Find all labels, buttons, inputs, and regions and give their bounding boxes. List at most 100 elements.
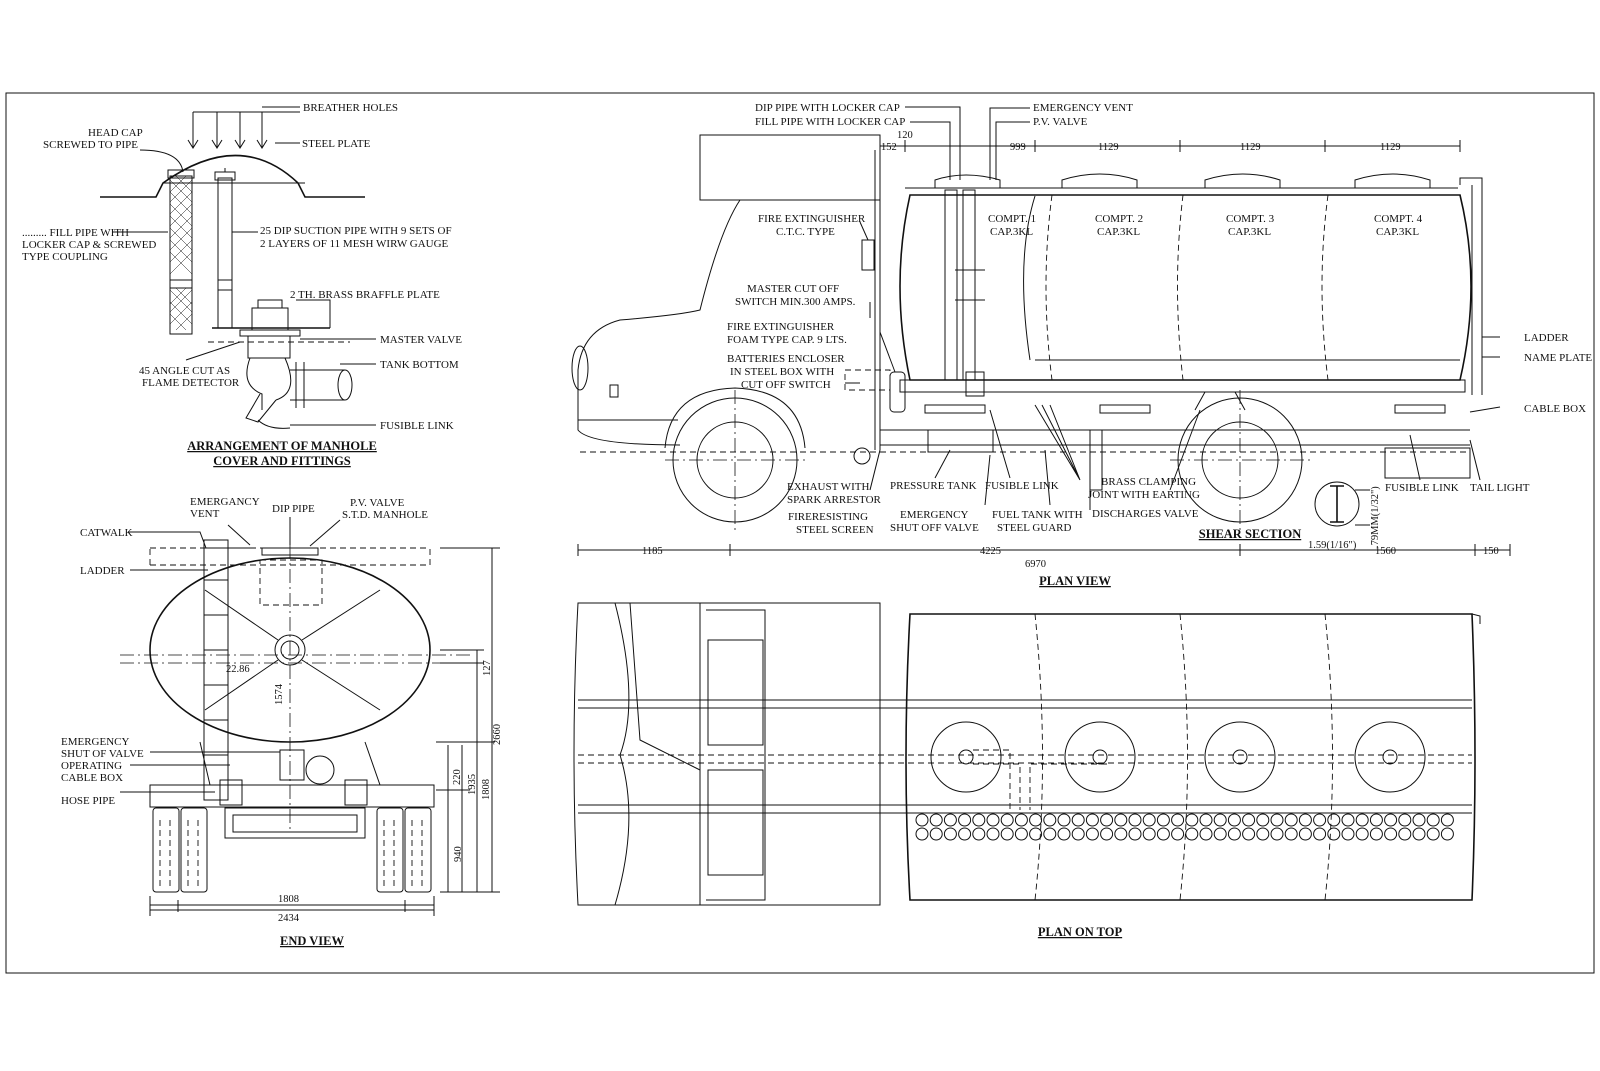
dim-152: 152 <box>881 142 897 153</box>
dim-150: 150 <box>1483 546 1499 557</box>
compt-1-cap: CAP.3KL <box>990 226 1033 238</box>
grating-hole <box>1298 813 1312 827</box>
grating-hole <box>1128 827 1142 841</box>
fill-pipe-mesh <box>169 175 193 331</box>
grating-hole <box>1085 813 1099 827</box>
discharge-pipe <box>290 362 353 408</box>
grating-hole <box>1384 827 1398 841</box>
ev-label-pv-valve: P.V. VALVE <box>350 497 405 509</box>
grating-hole <box>1114 827 1128 841</box>
grating-hole <box>1029 827 1043 841</box>
grating-hole <box>943 827 957 841</box>
grating-hole <box>986 813 1000 827</box>
grating-hole <box>1369 827 1383 841</box>
grating-hole <box>1000 827 1014 841</box>
top-tank <box>905 613 1476 901</box>
grating-hole <box>1298 827 1312 841</box>
dim-999: 999 <box>1010 142 1026 153</box>
sv-label-master-cutoff-2: SWITCH MIN.300 AMPS. <box>735 296 856 308</box>
grating-hole <box>1043 813 1057 827</box>
grating-hole <box>915 827 929 841</box>
ev-label-emergency-vent-2: VENT <box>190 508 220 520</box>
dim-127: 127 <box>482 660 493 676</box>
dim-1574: 1574 <box>274 683 285 705</box>
ev-label-catwalk: CATWALK <box>80 527 133 539</box>
sv-label-fusible-link-rear: FUSIBLE LINK <box>1385 482 1459 494</box>
sv-label-name-plate: NAME PLATE <box>1524 352 1592 364</box>
sv-label-ladder: LADDER <box>1524 332 1569 344</box>
sv-label-fire-ext-ctc: FIRE EXTINGUISHER <box>758 213 866 225</box>
compt-2-cap: CAP.3KL <box>1097 226 1140 238</box>
grating-hole <box>1426 813 1440 827</box>
side-bottom-dims <box>577 544 1511 556</box>
dim-2434: 2434 <box>278 913 300 924</box>
label-dip-suction-2: 2 LAYERS OF 11 MESH WIRW GAUGE <box>260 238 449 250</box>
ev-label-operating-2: CABLE BOX <box>61 772 123 784</box>
compt-4-cap: CAP.3KL <box>1376 226 1419 238</box>
end-wheels-left <box>152 807 208 893</box>
grating-hole <box>1327 813 1341 827</box>
grating-hole <box>1014 813 1028 827</box>
dim-1560: 1560 <box>1375 546 1396 557</box>
grating-hole <box>1398 827 1412 841</box>
ev-label-shutoff: EMERGENCY <box>61 736 130 748</box>
compt-3-name: COMPT. 3 <box>1226 213 1275 225</box>
sv-label-discharge: DISCHARGES VALVE <box>1092 508 1199 520</box>
top-cab-rear <box>699 602 881 906</box>
end-vertical-dims <box>436 547 500 893</box>
grating-hole <box>958 813 972 827</box>
manhole-outline <box>259 559 323 606</box>
grating-hole <box>1284 813 1298 827</box>
end-view: EMERGANCY VENT DIP PIPE P.V. VALVE S.T.D… <box>61 496 503 948</box>
grating-hole <box>1114 813 1128 827</box>
dim-1129-a: 1129 <box>1098 142 1119 153</box>
side-top-dims <box>879 140 1461 152</box>
grating-hole <box>1327 827 1341 841</box>
grating-hole <box>1369 813 1383 827</box>
grating-hole <box>1284 827 1298 841</box>
dim-120: 120 <box>897 130 913 141</box>
sv-label-pressure-tank: PRESSURE TANK <box>890 480 977 492</box>
compt-4-name: COMPT. 4 <box>1374 213 1423 225</box>
cab-outline <box>577 199 741 446</box>
grating-hole <box>1355 813 1369 827</box>
cab-roof-box <box>699 134 881 201</box>
dim-2660: 2660 <box>492 724 503 745</box>
plan-view-title: PLAN VIEW <box>1039 574 1111 588</box>
grating-hole <box>1128 813 1142 827</box>
label-angle-cut-2: FLAME DETECTOR <box>142 377 240 389</box>
grating-hole <box>1440 827 1454 841</box>
sv-label-fill-pipe: FILL PIPE WITH LOCKER CAP <box>755 116 905 128</box>
grating-hole <box>1156 827 1170 841</box>
manhole-leaders <box>112 106 376 426</box>
sv-label-emergency-vent: EMERGENCY VENT <box>1033 102 1133 114</box>
grating-hole <box>1100 827 1114 841</box>
grating-hole <box>915 813 929 827</box>
label-fill-pipe-2: LOCKER CAP & SCREWED <box>22 239 156 251</box>
manhole-title: ARRANGEMENT OF MANHOLE <box>187 439 377 453</box>
grating-hole <box>943 813 957 827</box>
grating-hole <box>929 813 943 827</box>
sv-label-fire-screen-2: STEEL SCREEN <box>796 524 874 536</box>
ev-label-dip-pipe: DIP PIPE <box>272 503 315 515</box>
dim-4225: 4225 <box>980 546 1001 557</box>
grating-hole <box>1398 813 1412 827</box>
grating-hole <box>1412 827 1426 841</box>
grating-hole <box>1426 827 1440 841</box>
sv-label-exhaust: EXHAUST WITH <box>787 481 869 493</box>
grating-hole <box>1142 813 1156 827</box>
sv-label-fire-screen: FIRERESISTING <box>788 511 868 523</box>
ev-label-emergency-vent: EMERGANCY <box>190 496 260 508</box>
dim-1129-c: 1129 <box>1380 142 1401 153</box>
grating-hole <box>1213 827 1227 841</box>
catwalk-grating <box>915 813 1454 841</box>
ev-label-shutoff-2: SHUT OF VALVE <box>61 748 144 760</box>
shear-section-title: SHEAR SECTION <box>1199 527 1301 541</box>
label-dip-suction: 25 DIP SUCTION PIPE WITH 9 SETS OF <box>260 225 452 237</box>
sv-label-batteries-3: CUT OFF SWITCH <box>741 379 831 391</box>
ev-label-std-manhole: S.T.D. MANHOLE <box>342 509 428 521</box>
fire-extinguisher-foam <box>889 371 906 413</box>
sv-label-fuel-tank-2: STEEL GUARD <box>997 522 1072 534</box>
grating-hole <box>1185 813 1199 827</box>
